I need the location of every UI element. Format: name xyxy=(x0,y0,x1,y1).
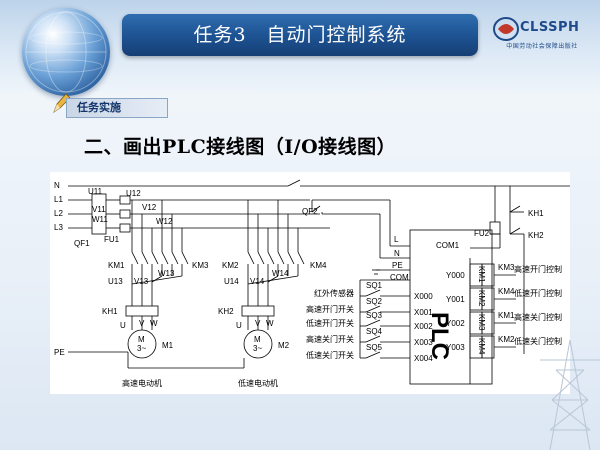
plc-terminal-n: N xyxy=(394,249,400,258)
plc-label: PLC xyxy=(426,312,453,360)
section-subtitle: 二、画出PLC接线图（I/O接线图） xyxy=(84,136,397,158)
interlock-km3: KM3 xyxy=(498,263,515,272)
logo-subtext: 中国劳动社会保障出版社 xyxy=(506,43,578,50)
label-u12: U12 xyxy=(126,189,141,198)
input-label-fast-close: 高速关门开关 xyxy=(306,334,354,344)
input-label-fast-open: 高速开门开关 xyxy=(306,304,354,314)
coil-km2: KM2 xyxy=(477,290,486,307)
label-w13: W13 xyxy=(158,269,175,278)
output-label-slow-close: 低速关门控制 xyxy=(514,336,562,346)
label-m2-v: V xyxy=(255,319,261,328)
input-label-slow-open: 低速开门开关 xyxy=(306,318,354,328)
pylon-icon xyxy=(540,340,600,450)
publisher-logo: CLSSPH 中国劳动社会保障出版社 xyxy=(490,16,594,56)
interlock-kh2: KH2 xyxy=(528,231,544,240)
globe-icon xyxy=(22,8,110,96)
label-l1: L1 xyxy=(54,195,63,204)
interlock-km4: KM4 xyxy=(498,287,515,296)
task-badge-label: 任务实施 xyxy=(77,101,121,114)
input-label-infrared: 红外传感器 xyxy=(314,288,354,298)
coil-km1: KM1 xyxy=(477,266,486,283)
label-m2-w: W xyxy=(266,319,274,328)
output-label-fast-close: 高速关门控制 xyxy=(514,312,562,322)
label-kh2: KH2 xyxy=(218,307,234,316)
label-km3: KM3 xyxy=(192,261,209,270)
label-fu1: FU1 xyxy=(104,235,120,244)
coil-km3: KM3 xyxy=(477,314,486,331)
wiring-svg: N L1 L2 L3 PE QF1 FU1 QF2 FU2 U11 V11 W1… xyxy=(54,179,570,388)
label-m1: M1 xyxy=(162,341,174,350)
label-l2: L2 xyxy=(54,209,63,218)
plc-output-y001: Y001 xyxy=(446,295,465,304)
switch-sq1: SQ1 xyxy=(366,281,383,290)
label-km1: KM1 xyxy=(108,261,125,270)
label-m2-phase: 3~ xyxy=(253,344,262,353)
label-w12: W12 xyxy=(156,217,173,226)
label-v14: V14 xyxy=(250,277,265,286)
label-w11: W11 xyxy=(92,215,108,224)
label-qf2: QF2 xyxy=(302,207,318,216)
plc-output-y000: Y000 xyxy=(446,271,465,280)
label-u14: U14 xyxy=(224,277,239,286)
caption-m1: 高速电动机 xyxy=(122,378,162,388)
label-l3: L3 xyxy=(54,223,63,232)
caption-m2: 低速电动机 xyxy=(238,378,278,388)
header: 任务3 自动门控制系统 CLSSPH 中国劳动社会保障出版社 xyxy=(0,0,600,96)
label-m2: M2 xyxy=(278,341,290,350)
label-m1-v: V xyxy=(139,319,145,328)
plc-input-x002: X002 xyxy=(414,322,433,331)
label-m1-u: U xyxy=(120,321,126,330)
plc-input-x004: X004 xyxy=(414,354,433,363)
label-v13: V13 xyxy=(134,277,149,286)
plc-input-x000: X000 xyxy=(414,292,433,301)
label-n: N xyxy=(54,181,60,190)
plc-input-x003: X003 xyxy=(414,338,433,347)
logo-text: CLSSPH xyxy=(520,20,580,35)
switch-sq2: SQ2 xyxy=(366,297,383,306)
input-label-slow-close: 低速关门开关 xyxy=(306,350,354,360)
interlock-kh1: KH1 xyxy=(528,209,544,218)
wiring-diagram: N L1 L2 L3 PE QF1 FU1 QF2 FU2 U11 V11 W1… xyxy=(50,172,570,394)
plc-terminal-com1: COM1 xyxy=(436,241,460,250)
task-badge: 任务实施 xyxy=(66,98,168,118)
label-v11: V11 xyxy=(92,205,106,214)
plc-input-x001: X001 xyxy=(414,308,433,317)
label-m2-m: M xyxy=(254,335,261,344)
plc-terminal-com: COM xyxy=(390,273,409,282)
label-m1-w: W xyxy=(150,319,158,328)
label-w14: W14 xyxy=(272,269,289,278)
label-v12: V12 xyxy=(142,203,157,212)
plc-output-y002: Y002 xyxy=(446,319,465,328)
label-kh1: KH1 xyxy=(102,307,118,316)
label-pe: PE xyxy=(54,348,65,357)
plc-output-y003: Y003 xyxy=(446,343,465,352)
plc-terminal-l: L xyxy=(394,235,399,244)
switch-sq4: SQ4 xyxy=(366,327,383,336)
output-label-slow-open: 低速开门控制 xyxy=(514,288,562,298)
plc-terminal-pe: PE xyxy=(392,261,403,270)
interlock-km1: KM1 xyxy=(498,311,515,320)
switch-sq3: SQ3 xyxy=(366,311,383,320)
label-u11: U11 xyxy=(88,187,103,196)
label-km4: KM4 xyxy=(310,261,327,270)
label-u13: U13 xyxy=(108,277,123,286)
page-title: 任务3 自动门控制系统 xyxy=(193,24,407,46)
coil-km4: KM4 xyxy=(477,338,486,355)
label-m1-m: M xyxy=(138,335,145,344)
label-m2-u: U xyxy=(236,321,242,330)
label-m1-phase: 3~ xyxy=(137,344,146,353)
output-label-fast-open: 高速开门控制 xyxy=(514,264,562,274)
title-bar: 任务3 自动门控制系统 xyxy=(122,14,478,56)
label-qf1: QF1 xyxy=(74,239,90,248)
label-km2: KM2 xyxy=(222,261,239,270)
logo-icon xyxy=(493,17,519,41)
label-fu2: FU2 xyxy=(474,229,490,238)
switch-sq5: SQ5 xyxy=(366,343,383,352)
interlock-km2: KM2 xyxy=(498,335,515,344)
